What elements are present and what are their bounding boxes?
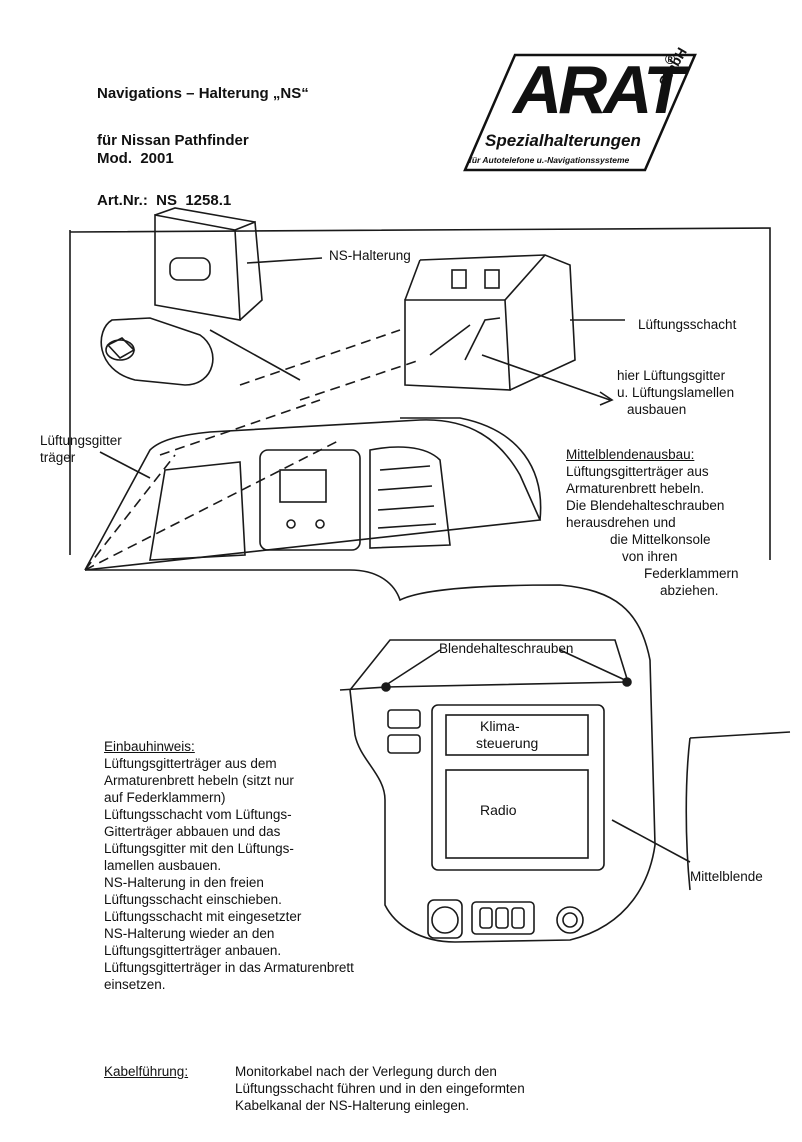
kf-line-2: Lüftungsschacht führen und in den eingef… — [235, 1081, 525, 1096]
logo-subtagline: für Autotelefone u.-Navigationssysteme — [469, 155, 630, 165]
eb-line-9: Lüftungsschacht einschieben. — [104, 892, 282, 907]
klima-line-2: steuerung — [476, 735, 539, 751]
eb-line-6: Lüftungsgitter mit den Lüftungs- — [104, 841, 294, 856]
label-blendehalteschrauben: Blendehalteschrauben — [439, 641, 574, 656]
mb-line-1: Lüftungsgitterträger aus — [566, 464, 709, 479]
mb-line-2: Armaturenbrett hebeln. — [566, 481, 705, 496]
logo-brand: ARAT — [513, 52, 685, 128]
article-number: Art.Nr.: NS 1258.1 — [97, 192, 232, 209]
kabelfuehrung-text: Monitorkabel nach der Verlegung durch de… — [235, 1063, 525, 1114]
eb-line-5: Gitterträger abbauen und das — [104, 824, 281, 839]
eb-line-2: Armaturenbrett hebeln (sitzt nur — [104, 773, 294, 788]
mb-line-4: herausdrehen und — [566, 515, 676, 530]
gittertraeger-line-1: Lüftungsgitter — [40, 433, 122, 448]
label-mittelblende: Mittelblende — [690, 869, 763, 884]
label-ns-halterung: NS-Halterung — [329, 248, 411, 263]
mittelblendenausbau-block: Mittelblendenausbau: Lüftungsgitterträge… — [566, 446, 739, 599]
mittelblendenausbau-heading: Mittelblendenausbau: — [566, 447, 695, 462]
einbauhinweis-heading: Einbauhinweis: — [104, 739, 195, 754]
page-title: Navigations – Halterung „NS“ — [97, 85, 309, 102]
eb-line-1: Lüftungsgitterträger aus dem — [104, 756, 277, 771]
hier-line-3: ausbauen — [627, 402, 687, 417]
hier-line-1: hier Lüftungsgitter — [617, 368, 726, 383]
label-klimasteuerung: Klima- steuerung — [476, 718, 538, 752]
eb-line-13: Lüftungsgitterträger in das Armaturenbre… — [104, 960, 354, 975]
model-line-2: Mod. 2001 — [97, 150, 174, 167]
kf-line-1: Monitorkabel nach der Verlegung durch de… — [235, 1064, 497, 1079]
eb-line-8: NS-Halterung in den freien — [104, 875, 264, 890]
label-hier-ausbauen: hier Lüftungsgitter u. Lüftungslamellen … — [617, 367, 734, 418]
logo-frame — [463, 53, 697, 172]
eb-line-11: NS-Halterung wieder an den — [104, 926, 275, 941]
kabelfuehrung-label: Kabelführung: — [104, 1064, 189, 1079]
logo-tagline: Spezialhalterungen — [485, 131, 641, 150]
mb-line-7: Federklammern — [644, 566, 739, 581]
gittertraeger-line-2: träger — [40, 450, 76, 465]
einbauhinweis-block: Einbauhinweis: Lüftungsgitterträger aus … — [104, 738, 354, 993]
mb-line-5: die Mittelkonsole — [610, 532, 711, 547]
label-radio: Radio — [480, 802, 517, 818]
eb-line-12: Lüftungsgitterträger anbauen. — [104, 943, 282, 958]
eb-line-7: lamellen ausbauen. — [104, 858, 222, 873]
mb-line-8: abziehen. — [660, 583, 719, 598]
eb-line-3: auf Federklammern) — [104, 790, 226, 805]
klima-line-1: Klima- — [480, 718, 520, 734]
label-gittertraeger: Lüftungsgitter träger — [40, 432, 122, 466]
arat-logo: ARAT ® GmbH Spezialhalterungen für Autot… — [455, 45, 705, 180]
mb-line-6: von ihren — [622, 549, 678, 564]
model-line-1: für Nissan Pathfinder — [97, 132, 249, 149]
logo-registered-mark: ® — [665, 51, 676, 67]
mb-line-3: Die Blendehalteschrauben — [566, 498, 725, 513]
label-lueftungsschacht: Lüftungsschacht — [638, 317, 737, 332]
hier-line-2: u. Lüftungslamellen — [617, 385, 735, 400]
eb-line-10: Lüftungsschacht mit eingesetzter — [104, 909, 302, 924]
eb-line-4: Lüftungsschacht vom Lüftungs- — [104, 807, 292, 822]
kf-line-3: Kabelkanal der NS-Halterung einlegen. — [235, 1098, 470, 1113]
eb-line-14: einsetzen. — [104, 977, 166, 992]
